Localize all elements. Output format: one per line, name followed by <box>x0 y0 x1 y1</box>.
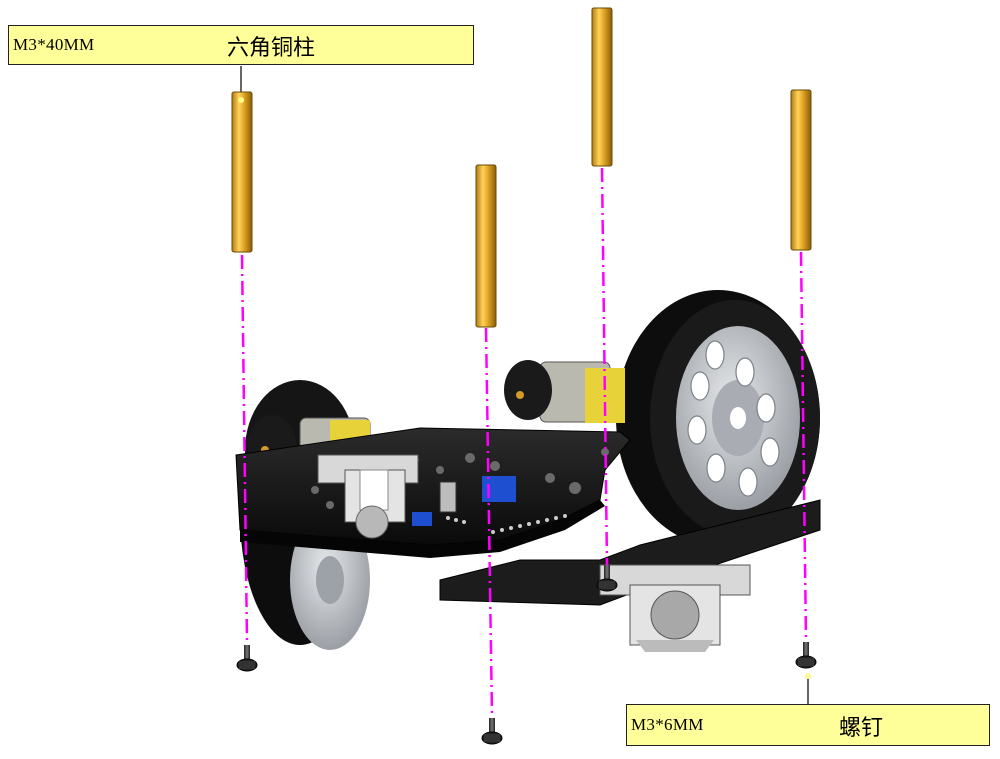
standoff-1 <box>231 91 253 253</box>
screw-name-label: 螺钉 <box>839 716 884 741</box>
standoff-callout: M3*40MM 六角铜柱 <box>8 25 474 65</box>
standoff-name-label: 六角铜柱 <box>227 36 316 61</box>
screw-callout: M3*6MM 螺钉 <box>626 704 990 746</box>
motor-rear <box>504 360 625 423</box>
standoff-4 <box>790 89 812 251</box>
standoff-2 <box>475 164 497 328</box>
electronics <box>412 476 567 534</box>
rear-caster <box>599 564 751 652</box>
screw-spec-label: M3*6MM <box>631 715 704 734</box>
screw-2 <box>481 718 503 745</box>
right-wheel <box>616 290 820 546</box>
standoff-3 <box>591 7 613 167</box>
assembly-lines <box>240 167 808 716</box>
screw-1 <box>236 645 258 672</box>
standoff-spec-label: M3*40MM <box>13 35 95 54</box>
screw-3 <box>596 565 618 592</box>
front-caster <box>317 454 419 539</box>
screw-4 <box>795 642 817 679</box>
